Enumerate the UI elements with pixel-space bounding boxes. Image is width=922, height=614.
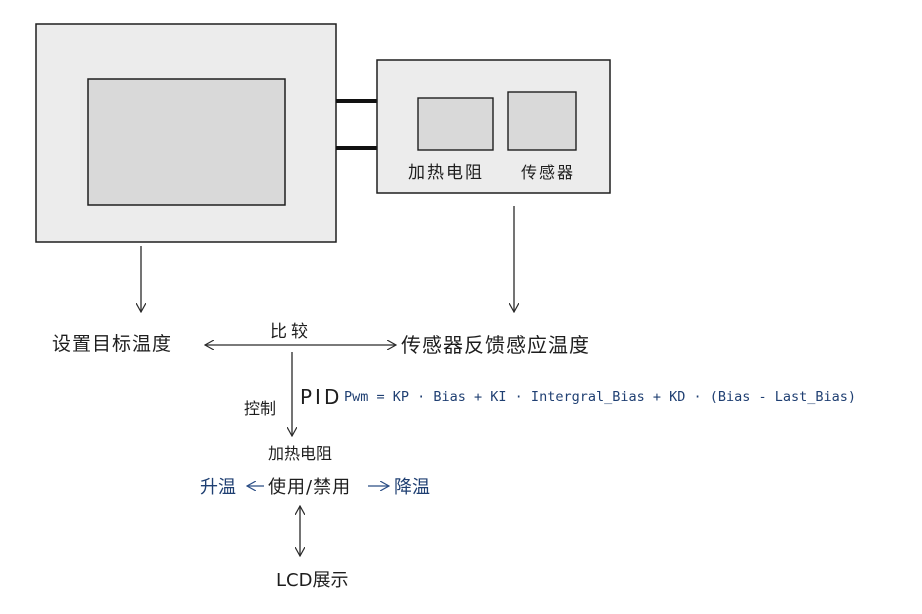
heater-label: 加热电阻 <box>408 163 484 183</box>
set-target-label: 设置目标温度 <box>52 333 172 355</box>
lcd-display-label: LCD展示 <box>276 570 348 591</box>
controller-screen <box>87 78 286 206</box>
heater-node-label: 加热电阻 <box>268 444 332 463</box>
sensor-feedback-label: 传感器反馈感应温度 <box>401 333 590 357</box>
compare-label: 比较 <box>270 322 312 342</box>
heater-element <box>417 97 494 151</box>
pid-label: PID <box>300 385 342 409</box>
heat-up-label: 升温 <box>200 477 236 498</box>
use-disable-label: 使用/禁用 <box>268 477 351 498</box>
sensor-element <box>507 91 577 151</box>
control-label: 控制 <box>244 399 276 418</box>
sensor-label: 传感器 <box>521 163 575 182</box>
cool-down-label: 降温 <box>394 477 430 498</box>
pid-formula: Pwm = KP · Bias + KI · Intergral_Bias + … <box>344 389 856 405</box>
